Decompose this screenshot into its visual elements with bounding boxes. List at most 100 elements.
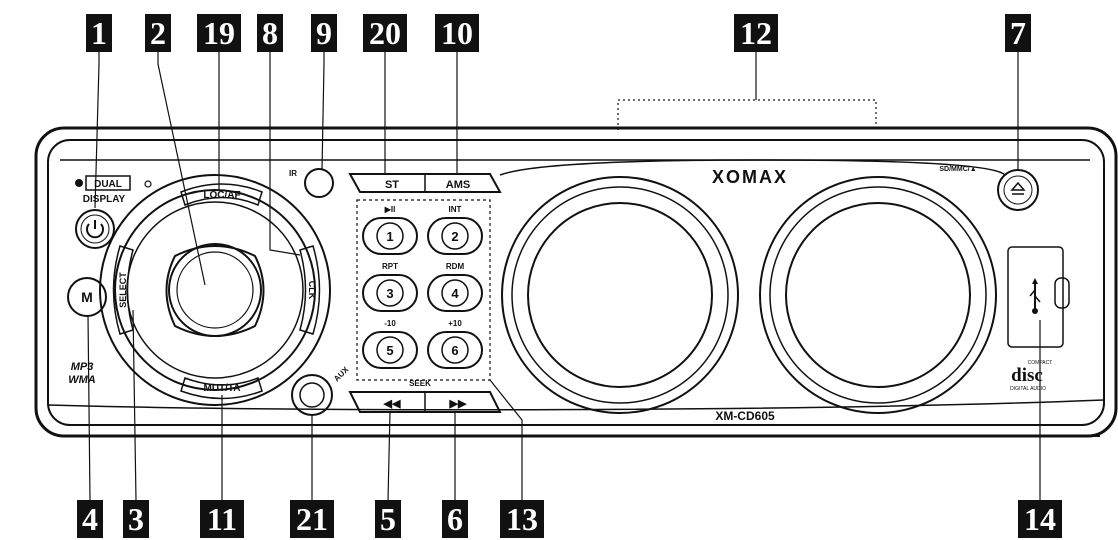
preset-number: 1 [386,229,393,244]
preset-button-shell [362,331,418,369]
eject-icon [1010,181,1026,195]
preset-caption: RPT [382,262,398,271]
volume-knob[interactable] [165,243,265,337]
callout-label: 20 [369,15,401,51]
callout-box [435,14,479,52]
keypad-outline [356,199,491,381]
preset-button-3[interactable]: RPT 3 [362,262,418,312]
disc-small-label: COMPACT [1028,360,1053,366]
usb-slot-cover[interactable] [1007,246,1064,348]
callout-10: 10 [435,14,479,174]
preset-number: 4 [451,286,459,301]
callout-leader [269,52,301,256]
callout-leader [489,379,523,500]
aux-jack[interactable]: AUX [291,365,351,416]
outer-frame [34,126,1118,438]
preset-button-face [441,336,469,364]
preset-button-shell [427,217,483,255]
callout-label: 6 [447,501,463,537]
preset-button-2[interactable]: INT 2 [427,205,483,255]
disc-sub-label: DIGITAL AUDIO [1010,386,1046,392]
inner-frame [47,139,1105,426]
eject-button[interactable] [997,169,1039,211]
preset-button-shell [362,274,418,312]
brand-logo: XOMAX [712,167,788,187]
callout-box [145,14,171,52]
select-button[interactable]: SELECT [112,245,134,335]
preset-button-6[interactable]: +106 [427,319,483,369]
callout-box [290,500,334,538]
display-area: XOMAX XM-CD605 SD/MMC/▲ [499,99,1006,423]
callout-box [1005,14,1031,52]
callout-label: 4 [82,501,98,537]
preset-button-5[interactable]: -105 [362,319,418,369]
callout-leader [157,52,206,286]
callout-label: 3 [128,501,144,537]
seek-label: SEEK [409,379,431,388]
loc-af-label: LOC/AF [203,190,240,201]
mut-ta-button[interactable]: MUT/TA [180,377,263,400]
usb-tab [1054,277,1070,309]
clk-button[interactable]: CLK [299,245,321,335]
preset-caption: +10 [448,319,462,328]
callout-label: 10 [441,15,473,51]
callout-box [311,14,337,52]
ams-button[interactable]: AMS [446,179,470,191]
preset-button-1[interactable]: ▶II1 [362,205,418,255]
callout-label: 19 [203,15,235,51]
clk-label: CLK [307,281,317,300]
callout-label: 7 [1010,15,1026,51]
ir-sensor: IR [289,168,334,198]
left-display-window [527,202,713,388]
dual-label: DUAL [94,179,122,190]
right-controls: COMPACT disc DIGITAL AUDIO [997,169,1070,392]
callout-leader [321,52,325,171]
callout-label: 9 [316,15,332,51]
display-bracket [617,99,877,130]
select-label: SELECT [118,272,128,308]
callout-box [363,14,407,52]
callout-box [1018,500,1062,538]
callout-4: 4 [77,314,103,538]
loc-af-button[interactable]: LOC/AF [180,183,263,207]
callout-label: 8 [262,15,278,51]
model-label: XM-CD605 [715,409,775,423]
callout-leader [94,52,100,209]
callout-box [734,14,778,52]
preset-button-4[interactable]: RDM 4 [427,262,483,312]
left-display-ring [511,186,729,404]
bottom-band [47,399,1105,411]
preset-caption: INT [449,205,462,214]
aux-label: AUX [332,365,351,384]
seek-next-button[interactable]: ▶▶ [449,398,467,410]
callout-19: 19 [197,14,241,190]
mode-button[interactable]: M [67,277,107,317]
callout-6: 6 [442,412,468,538]
callout-leader [132,309,137,501]
preset-button-face [441,279,469,307]
preset-number: 3 [386,286,393,301]
power-button[interactable] [75,209,115,249]
callout-8: 8 [257,14,301,256]
callout-14: 14 [1018,320,1062,538]
st-button[interactable]: ST [385,179,399,191]
callout-12: 12 [734,14,778,100]
callout-box [197,14,241,52]
preset-caption: RDM [446,262,465,271]
sd-mmc-label: SD/MMC/▲ [939,166,976,173]
callout-label: 21 [296,501,328,537]
status-led [144,180,152,188]
callout-20: 20 [363,14,407,174]
preset-button-face [441,222,469,250]
right-display-ring-outer [759,176,997,414]
callout-label: 11 [207,501,237,537]
seek-prev-button[interactable]: ◀◀ [383,398,401,410]
disc-logo: disc [1011,365,1043,386]
callout-5: 5 [375,411,401,538]
right-display-ring [769,186,987,404]
preset-number: 2 [451,229,458,244]
knob-outer-ring [99,174,331,406]
callout-box [200,500,244,538]
